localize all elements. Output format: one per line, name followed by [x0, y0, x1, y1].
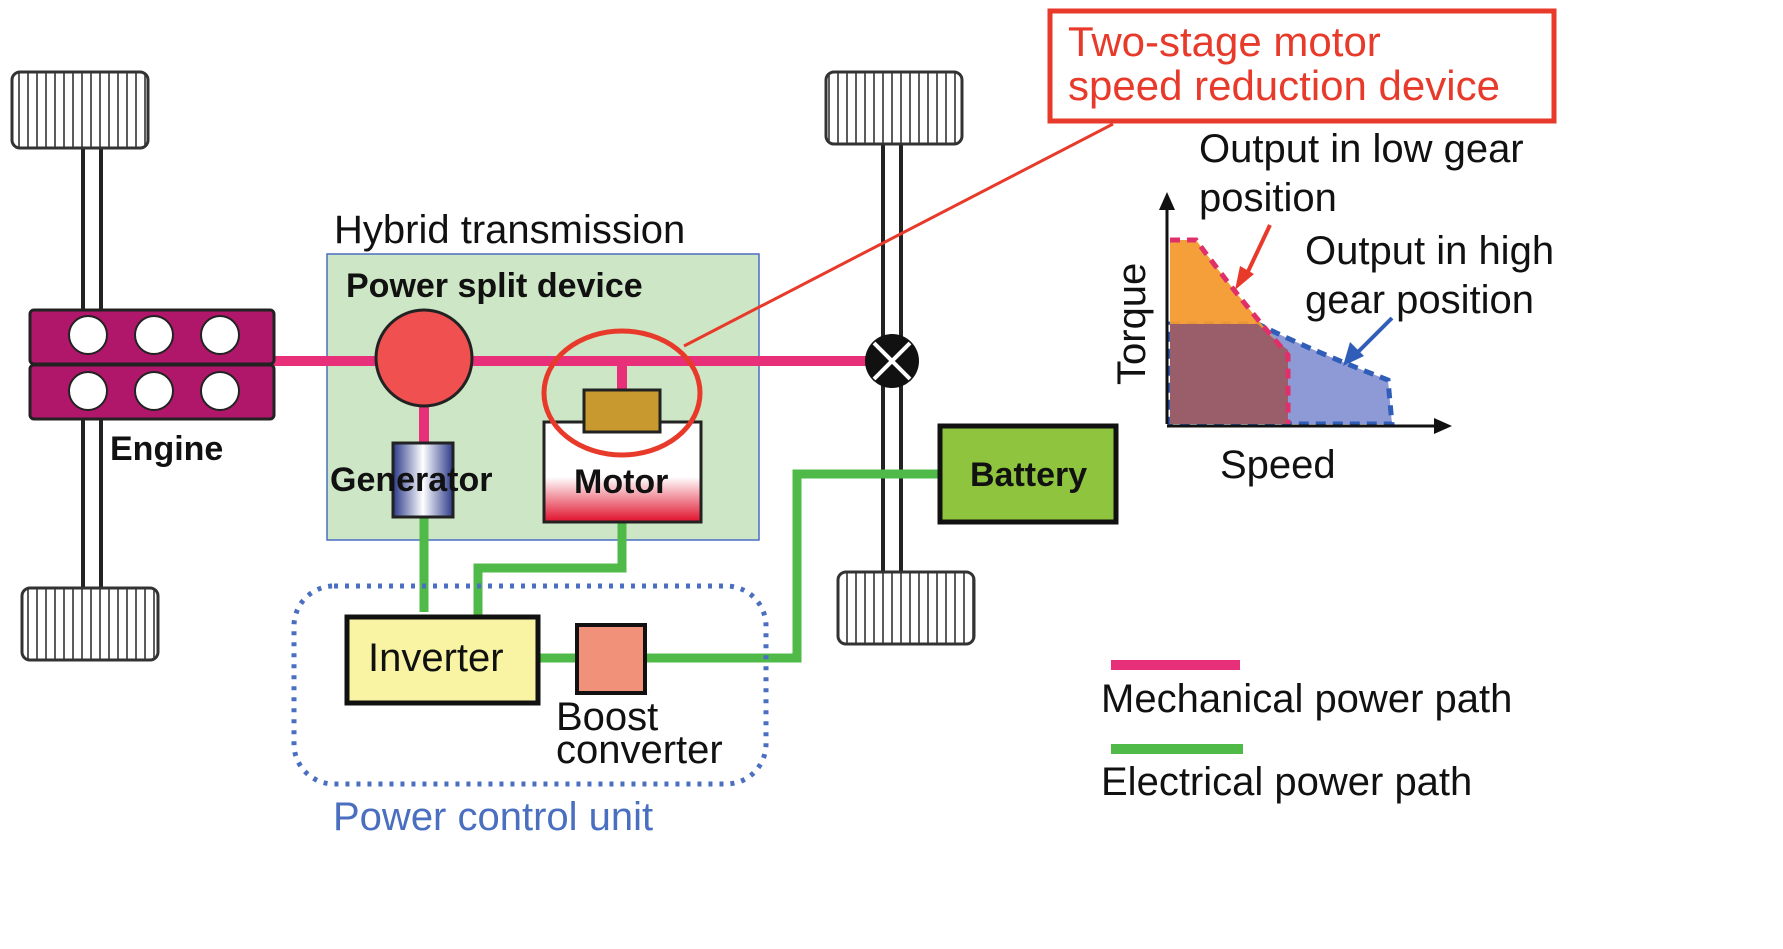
power-split-device-label: Power split device	[346, 267, 643, 305]
front-axle	[10, 70, 160, 662]
inverter-label: Inverter	[368, 636, 504, 680]
torque-axis-label: Torque	[1110, 263, 1154, 385]
high-gear-arrow	[1353, 316, 1394, 357]
callout-line	[683, 122, 1114, 348]
rear-left-wheel	[824, 70, 964, 146]
low-gear-label-2: position	[1199, 176, 1337, 220]
battery	[937, 423, 1119, 525]
motor-label: Motor	[574, 463, 668, 501]
title-line-2: speed reduction device	[1068, 62, 1500, 109]
low-gear-label-1: Output in low gear	[1199, 127, 1524, 171]
reduction-device-highlight	[541, 328, 703, 458]
legend-mechanical-label: Mechanical power path	[1101, 677, 1512, 721]
high-gear-label-2: gear position	[1305, 278, 1534, 322]
power-split-device	[374, 308, 474, 408]
legend-electrical-label: Electrical power path	[1101, 760, 1472, 804]
x-axis-arrow	[1434, 418, 1452, 434]
torque-speed-graph	[1159, 192, 1452, 434]
power-control-unit-label: Power control unit	[333, 795, 653, 839]
motor-reduction-gear	[582, 388, 662, 434]
speed-axis-label: Speed	[1220, 443, 1336, 487]
boost-converter-label-1: Boost	[556, 695, 658, 739]
differential	[865, 334, 919, 388]
engine-label: Engine	[110, 430, 223, 468]
generator	[391, 441, 455, 519]
inverter	[344, 614, 541, 706]
low-gear-outline	[1170, 237, 1291, 424]
battery-label: Battery	[970, 456, 1087, 494]
high-gear-arrowhead	[1343, 342, 1364, 366]
legend: Mechanical power path Electrical power p…	[1101, 660, 1512, 804]
y-axis-arrow	[1159, 192, 1175, 210]
rear-axle	[824, 70, 976, 646]
rear-right-wheel	[836, 570, 976, 646]
low-gear-arrowhead	[1235, 266, 1254, 290]
hybrid-transmission-label: Hybrid transmission	[334, 208, 685, 252]
title-box	[1047, 8, 1557, 124]
overlap-region	[1170, 324, 1288, 424]
boost-converter	[575, 623, 647, 695]
boost-converter-label-2: converter	[556, 728, 723, 772]
high-gear-label-1: Output in high	[1305, 229, 1554, 273]
electrical-paths	[419, 469, 940, 663]
generator-label: Generator	[330, 461, 493, 499]
title-line-1: Two-stage motor	[1068, 18, 1381, 65]
engine	[28, 308, 276, 421]
front-left-wheel	[10, 70, 150, 150]
front-right-wheel	[20, 586, 160, 662]
